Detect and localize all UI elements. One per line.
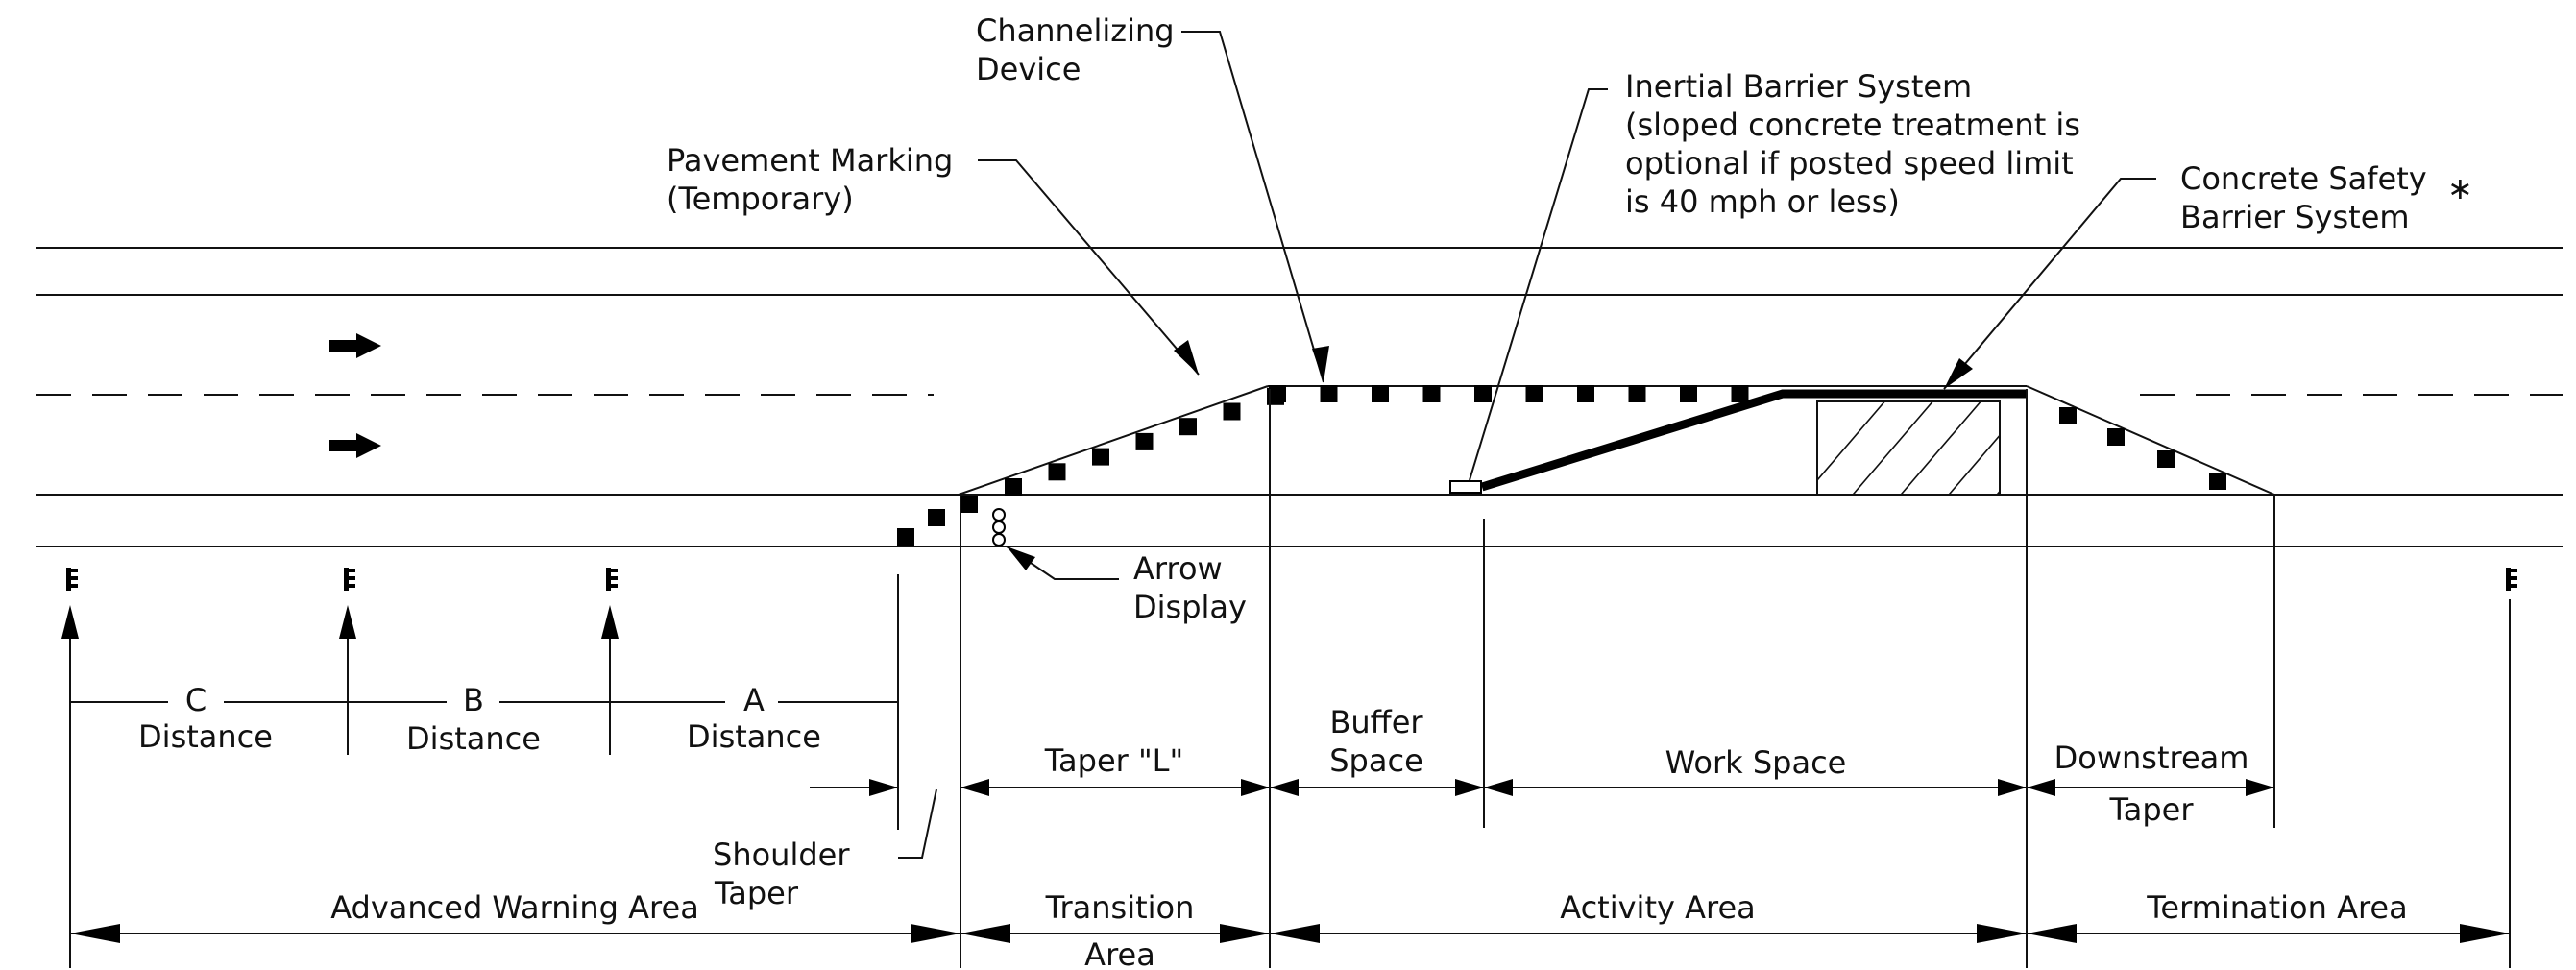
sign-post-icon xyxy=(339,568,356,755)
channelizing-device-icon xyxy=(1577,385,1594,402)
downstream-taper-label: Downstream xyxy=(2054,740,2249,776)
channelizing-device-icon xyxy=(1005,478,1022,496)
concrete-barrier-label: Concrete Safety xyxy=(2180,160,2427,197)
sign-post-icon xyxy=(601,568,619,755)
channelizing-device-icon xyxy=(2157,450,2175,468)
work-space-label: Work Space xyxy=(1665,744,1847,781)
shoulder-taper-label: Shoulder xyxy=(713,837,850,873)
channelizing-device-icon xyxy=(2209,473,2226,490)
channelizing-device-icon xyxy=(1525,385,1543,402)
pavement-marking-label-2: (Temporary) xyxy=(667,181,854,217)
channelizing-device-icon xyxy=(897,528,914,546)
termination-area-label: Termination Area xyxy=(2146,889,2407,926)
channelizing-device-icon xyxy=(928,509,945,526)
work-space-area xyxy=(1816,400,2001,496)
channelizing-device-icon xyxy=(960,496,978,513)
channelizing-device-label-2: Device xyxy=(976,51,1081,87)
inertial-barrier-label-3: optional if posted speed limit xyxy=(1625,145,2074,182)
b-label: B xyxy=(463,682,484,718)
channelizing-device-icon xyxy=(1320,385,1338,402)
downstream-taper-label-2: Taper xyxy=(2108,791,2194,828)
taper-l-label: Taper "L" xyxy=(1044,742,1183,779)
labels: Channelizing Device Pavement Marking (Te… xyxy=(138,12,2473,970)
channelizing-device-icon xyxy=(1628,385,1646,402)
channelizing-device-icon xyxy=(1731,385,1749,402)
inertial-barrier-label-2: (sloped concrete treatment is xyxy=(1625,107,2080,143)
b-distance-label: Distance xyxy=(406,720,541,757)
leader-lines xyxy=(898,31,2156,859)
channelizing-device-icon xyxy=(1372,385,1389,402)
arrow-display-label: Arrow xyxy=(1133,550,1223,587)
concrete-barrier-label-2: Barrier System xyxy=(2180,199,2410,235)
inertial-barrier-icon xyxy=(1449,480,1482,494)
shoulder-taper-label-2: Taper xyxy=(714,875,799,911)
channelizing-device-icon xyxy=(1179,418,1197,436)
sign-post-icon xyxy=(61,568,79,968)
pavement-marking-label: Pavement Marking xyxy=(667,142,953,179)
channelizing-device-icon xyxy=(1474,385,1492,402)
channelizing-device-icon xyxy=(1048,463,1066,481)
inertial-barrier-label-4: is 40 mph or less) xyxy=(1625,183,1900,220)
sign-post-icon xyxy=(2506,568,2517,968)
transition-area-label-2: Area xyxy=(1084,936,1155,970)
inertial-barrier-label: Inertial Barrier System xyxy=(1625,68,1972,105)
pavement-marking-temporary xyxy=(958,385,2275,496)
advance-warning-signs xyxy=(61,568,2517,968)
advanced-warning-area-label: Advanced Warning Area xyxy=(330,889,699,926)
channelizing-device-icon xyxy=(2107,428,2125,446)
arrow-display-label-2: Display xyxy=(1133,589,1247,625)
concrete-barrier-mark: ∗ xyxy=(2447,170,2473,206)
channelizing-device-icon xyxy=(1269,385,1286,402)
arrow-right-icon xyxy=(329,433,381,458)
concrete-safety-barrier xyxy=(1449,389,2027,494)
extension-lines xyxy=(897,389,2275,968)
channelizing-device-icon xyxy=(2059,407,2077,424)
arrow-right-icon xyxy=(329,333,381,358)
channelizing-device-icon xyxy=(1680,385,1697,402)
c-distance-label: Distance xyxy=(138,718,273,755)
channelizing-device-icon xyxy=(1422,385,1441,402)
channelizing-device-icon xyxy=(1223,402,1241,421)
traffic-arrows xyxy=(329,333,381,458)
dimension-row-areas xyxy=(70,924,2510,943)
channelizing-device-icon xyxy=(1135,432,1154,450)
dimension-row-upper xyxy=(810,779,2274,796)
buffer-space-label: Buffer xyxy=(1329,704,1423,740)
channelizing-devices xyxy=(897,385,2226,546)
channelizing-device-label: Channelizing xyxy=(976,12,1175,49)
buffer-space-label-2: Space xyxy=(1329,742,1423,779)
a-label: A xyxy=(743,682,765,718)
channelizing-device-icon xyxy=(1092,448,1109,466)
c-label: C xyxy=(185,682,207,718)
a-distance-label: Distance xyxy=(687,718,821,755)
arrow-board-icon xyxy=(992,508,1006,546)
roadway xyxy=(36,247,2563,547)
transition-area-label: Transition xyxy=(1045,889,1195,926)
activity-area-label: Activity Area xyxy=(1560,889,1755,926)
